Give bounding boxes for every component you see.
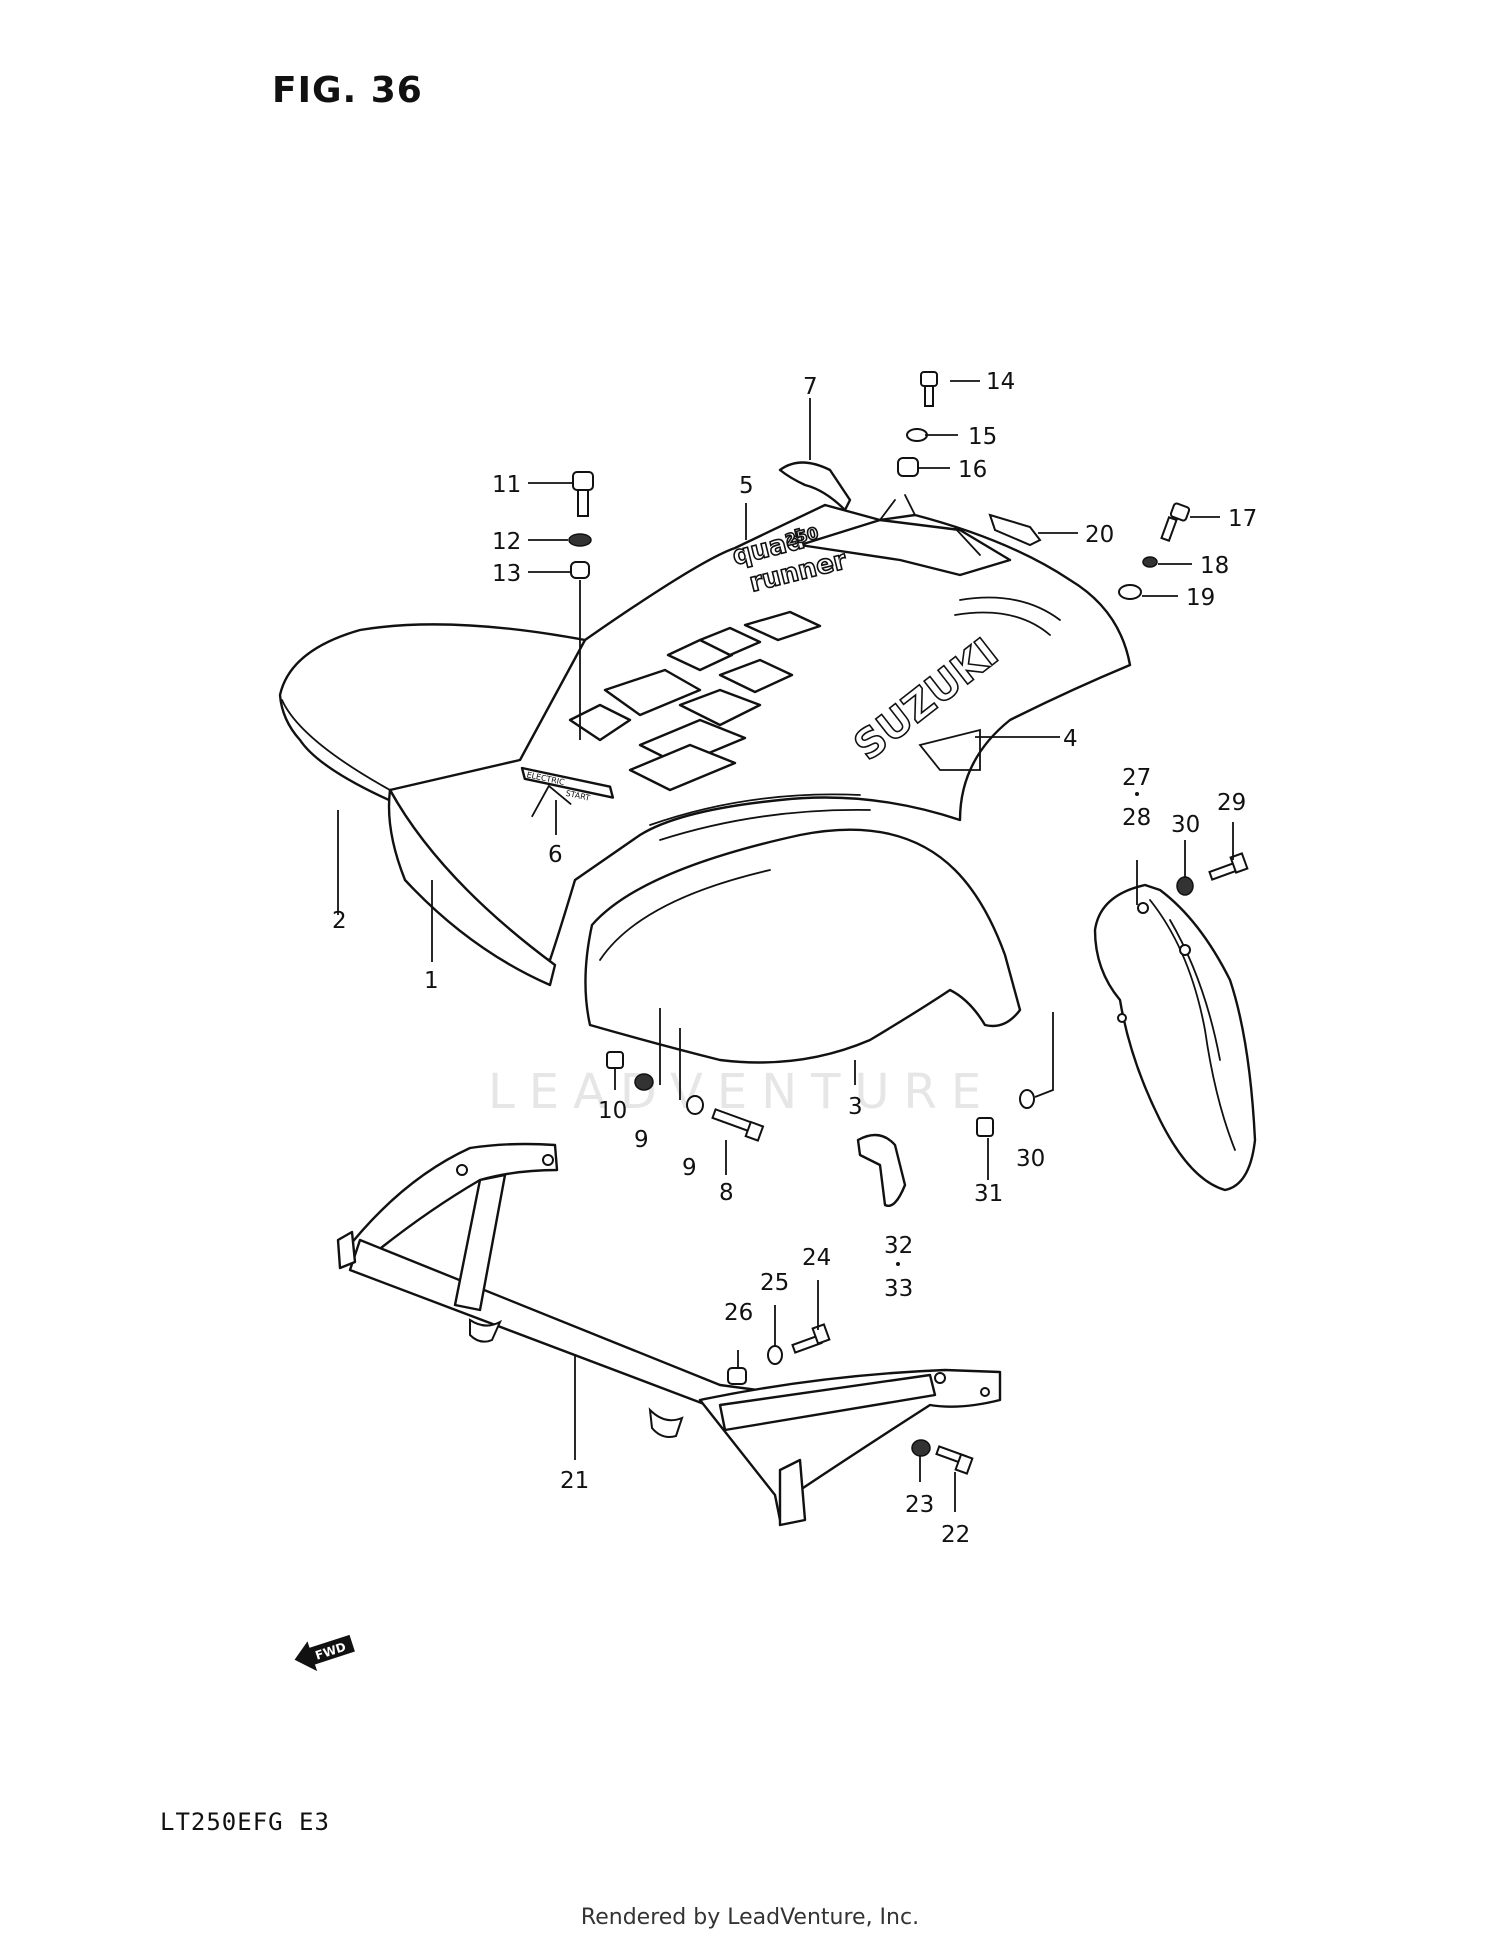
bolt-14 [920, 371, 938, 407]
bolt-17 [1160, 502, 1191, 542]
callout-25: 25 [760, 1270, 789, 1296]
callout-2: 2 [332, 908, 347, 934]
callout-26: 26 [724, 1300, 753, 1326]
callout-32: 32 [884, 1233, 913, 1259]
callout-8: 8 [719, 1180, 734, 1206]
callout-6: 6 [548, 842, 563, 868]
callout-14: 14 [986, 369, 1015, 395]
model-code: LT250EFG E3 [160, 1808, 330, 1836]
callout-10: 10 [598, 1098, 627, 1124]
callout-17: 17 [1228, 506, 1257, 532]
callout-3: 3 [848, 1094, 863, 1120]
nut-26 [727, 1367, 747, 1385]
cap-16 [897, 457, 919, 477]
callout-21: 21 [560, 1468, 589, 1494]
callout-29: 29 [1217, 790, 1246, 816]
bolt-22 [935, 1445, 974, 1475]
bracket-32 [856, 1133, 907, 1207]
washer-30a [1176, 876, 1194, 896]
side-fender-left [584, 828, 1022, 1064]
hardware [568, 371, 1249, 1475]
figure-title: FIG. 36 [272, 70, 423, 111]
render-credit: Rendered by LeadVenture, Inc. [580, 1905, 920, 1930]
callout-9b: 9 [682, 1155, 697, 1181]
washer-9a [634, 1073, 654, 1091]
bolt-29 [1208, 852, 1249, 881]
nut-31 [976, 1117, 994, 1137]
callout-19: 19 [1186, 585, 1215, 611]
callout-30b: 30 [1016, 1146, 1045, 1172]
callout-9a: 9 [634, 1127, 649, 1153]
washer-25 [767, 1345, 783, 1365]
callout-12: 12 [492, 529, 521, 555]
nut-10 [606, 1051, 624, 1069]
nut-15 [906, 428, 928, 442]
callout-7: 7 [803, 374, 818, 400]
bolt-24 [791, 1323, 831, 1354]
rear-fender: SUZUKI quad 250 runner ELECTRIC START [278, 494, 1132, 987]
callout-20: 20 [1085, 522, 1114, 548]
callout-13: 13 [492, 561, 521, 587]
callout-30a: 30 [1171, 812, 1200, 838]
washer-23 [911, 1439, 931, 1457]
strap-7 [778, 461, 852, 512]
callouts: 11 12 13 7 5 14 15 16 20 17 18 19 4 6 2 … [332, 369, 1257, 1548]
callout-11: 11 [492, 472, 521, 498]
leader-lines [337, 380, 1234, 1512]
bolt-11 [572, 471, 594, 517]
washer-9b [686, 1095, 704, 1115]
mud-flap-right [1093, 883, 1257, 1192]
callout-16: 16 [958, 457, 987, 483]
bolt-8 [711, 1108, 765, 1142]
callout-23: 23 [905, 1492, 934, 1518]
watermark: LEADVENTURE [488, 1064, 996, 1120]
callout-33: 33 [884, 1276, 913, 1302]
callout-5: 5 [739, 473, 754, 499]
bracket-20 [988, 513, 1042, 547]
rear-brace [336, 1142, 1002, 1527]
nut-18 [1142, 556, 1158, 568]
callout-1: 1 [424, 968, 439, 994]
callout-28: 28 [1122, 805, 1151, 831]
washer-19 [1118, 584, 1142, 600]
washer-30b [1019, 1089, 1035, 1109]
callout-22: 22 [941, 1522, 970, 1548]
callout-31: 31 [974, 1181, 1003, 1207]
fwd-arrow-icon: FWD [294, 1634, 355, 1672]
callout-4: 4 [1063, 726, 1078, 752]
callout-27: 27 [1122, 765, 1151, 791]
callout-15: 15 [968, 424, 997, 450]
grommet-13 [570, 561, 590, 579]
callout-18: 18 [1200, 553, 1229, 579]
washer-12 [568, 533, 592, 547]
callout-24: 24 [802, 1245, 831, 1271]
